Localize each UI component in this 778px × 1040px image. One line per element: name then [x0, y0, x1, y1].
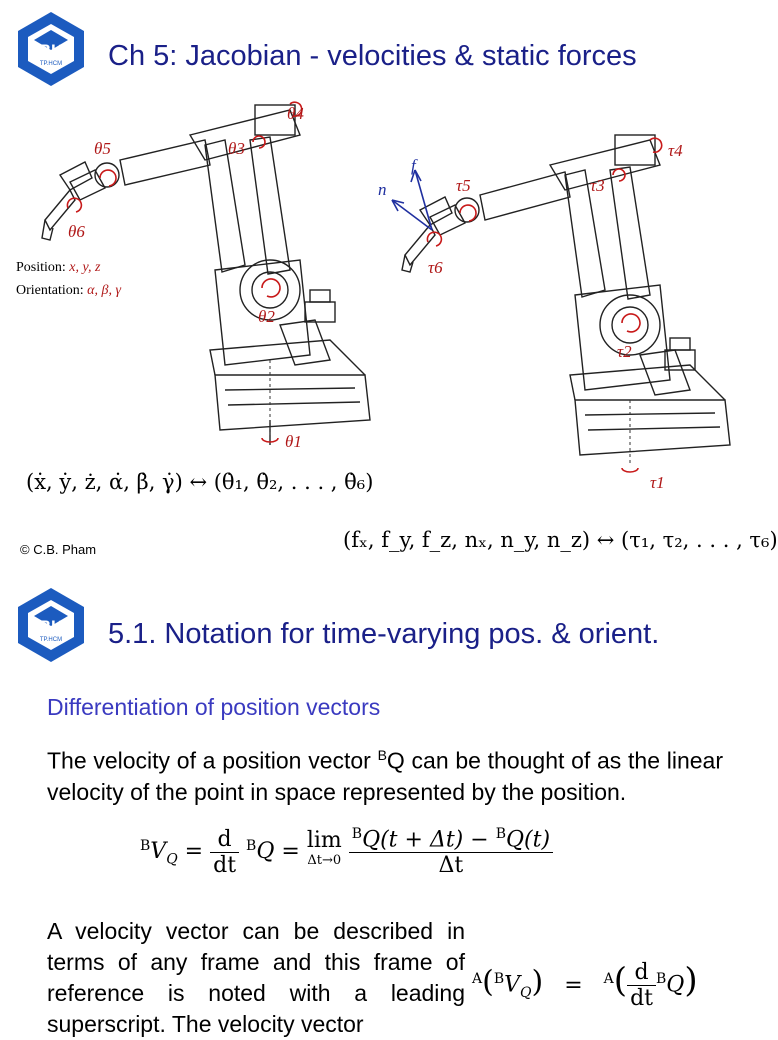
position-label: Position: — [16, 260, 66, 275]
left-robot-illustration — [41, 101, 371, 445]
eq1-d: d — [210, 827, 240, 853]
tau6-label: τ6 — [428, 258, 443, 277]
eq1-num: Q(t + Δt) − — [362, 827, 496, 853]
slide-1: BK TP.HCM Ch 5: Jacobian - velocities & … — [16, 12, 778, 557]
tau4-label: τ4 — [668, 141, 683, 160]
para1-sup: B — [377, 747, 387, 763]
orientation-row: Orientation: α, β, γ — [16, 283, 121, 299]
logo-text: BK — [39, 41, 64, 60]
eq2-a-sup-2: A — [603, 971, 614, 988]
eq2-v: V — [504, 972, 521, 998]
slide-1-title: Ch 5: Jacobian - velocities & static for… — [108, 40, 637, 72]
eq2-q-sub: Q — [520, 984, 532, 1001]
bk-logo: BK TP.HCM — [18, 12, 84, 86]
para1-text-a: The velocity of a position vector — [47, 747, 378, 774]
paragraph-velocity-definition: The velocity of a position vector BQ can… — [47, 740, 723, 808]
slide-2: BK TP.HCM 5.1. Notation for time-varying… — [0, 576, 768, 1037]
eq1-lhs-var: V — [150, 839, 167, 865]
moment-n-label: n — [378, 180, 387, 199]
theta5-label: θ5 — [94, 139, 111, 158]
eq1-lim-sub: Δt→0 — [307, 853, 342, 869]
tau5-label: τ5 — [456, 176, 471, 195]
theta3-label: θ3 — [228, 139, 245, 158]
eq1-q-sup: B — [246, 837, 257, 854]
theta4-label: θ4 — [287, 104, 304, 123]
eq2-equals: = — [564, 972, 583, 998]
eq1-lhs-sub: Q — [166, 851, 178, 868]
tau2-label: τ2 — [617, 342, 632, 361]
position-row: Position: x, y, z — [16, 260, 100, 276]
eq1-den: Δt — [438, 853, 464, 879]
para1-text-b: Q can be thought of as the linear veloci… — [47, 747, 723, 805]
logo-subtext-2: TP.HCM — [40, 637, 62, 643]
eq2-b-sup-2: B — [656, 971, 667, 988]
eq1-q: Q — [256, 839, 275, 865]
eq1-difference-quotient: BQ(t + Δt) − BQ(t) Δt — [348, 826, 554, 879]
eq1-num-tail: Q(t) — [505, 827, 551, 853]
eq1-lim: lim — [306, 828, 342, 854]
slide-2-title: 5.1. Notation for time-varying pos. & or… — [108, 618, 660, 650]
position-vars: x, y, z — [69, 260, 101, 275]
theta6-label: θ6 — [68, 222, 85, 241]
section-subheading: Differentiation of position vectors — [47, 694, 381, 720]
velocity-mapping-equation: (ẋ, ẏ, ż, α̇, β̇, γ̇) ↔ (θ̇₁, θ̇₂, . . .… — [26, 470, 374, 494]
logo-text-2: BK — [39, 617, 64, 636]
orientation-vars: α, β, γ — [87, 283, 121, 298]
eq1-dt: dt — [213, 852, 237, 878]
force-mapping-equation: (fₓ, f_y, f_z, nₓ, n_y, n_z) ↔ (τ₁, τ₂, … — [343, 528, 778, 552]
eq2-dt: dt — [630, 986, 653, 1011]
right-robot-illustration — [391, 134, 731, 473]
eq2-d: d — [627, 960, 656, 986]
bk-logo-2: BK TP.HCM — [18, 588, 84, 662]
force-f-label: f — [411, 156, 416, 175]
theta1-label: θ1 — [285, 432, 302, 451]
paragraph-frame-reference: A velocity vector can be described in te… — [47, 918, 465, 1037]
eq1-num-sup-2: B — [495, 826, 506, 842]
tau1-label: τ1 — [650, 473, 665, 492]
eq2-b-sup: B — [493, 971, 505, 988]
tau3-label: τ3 — [590, 176, 605, 195]
orientation-label: Orientation: — [16, 283, 84, 298]
eq1-lhs-sup: B — [140, 837, 151, 854]
eq2-a-sup: A — [472, 971, 483, 988]
eq1-num-sup-1: B — [351, 826, 363, 842]
logo-subtext: TP.HCM — [40, 61, 62, 67]
eq2-q: Q — [666, 972, 685, 998]
copyright-text: © C.B. Pham — [20, 542, 97, 557]
theta2-label: θ2 — [258, 307, 275, 326]
